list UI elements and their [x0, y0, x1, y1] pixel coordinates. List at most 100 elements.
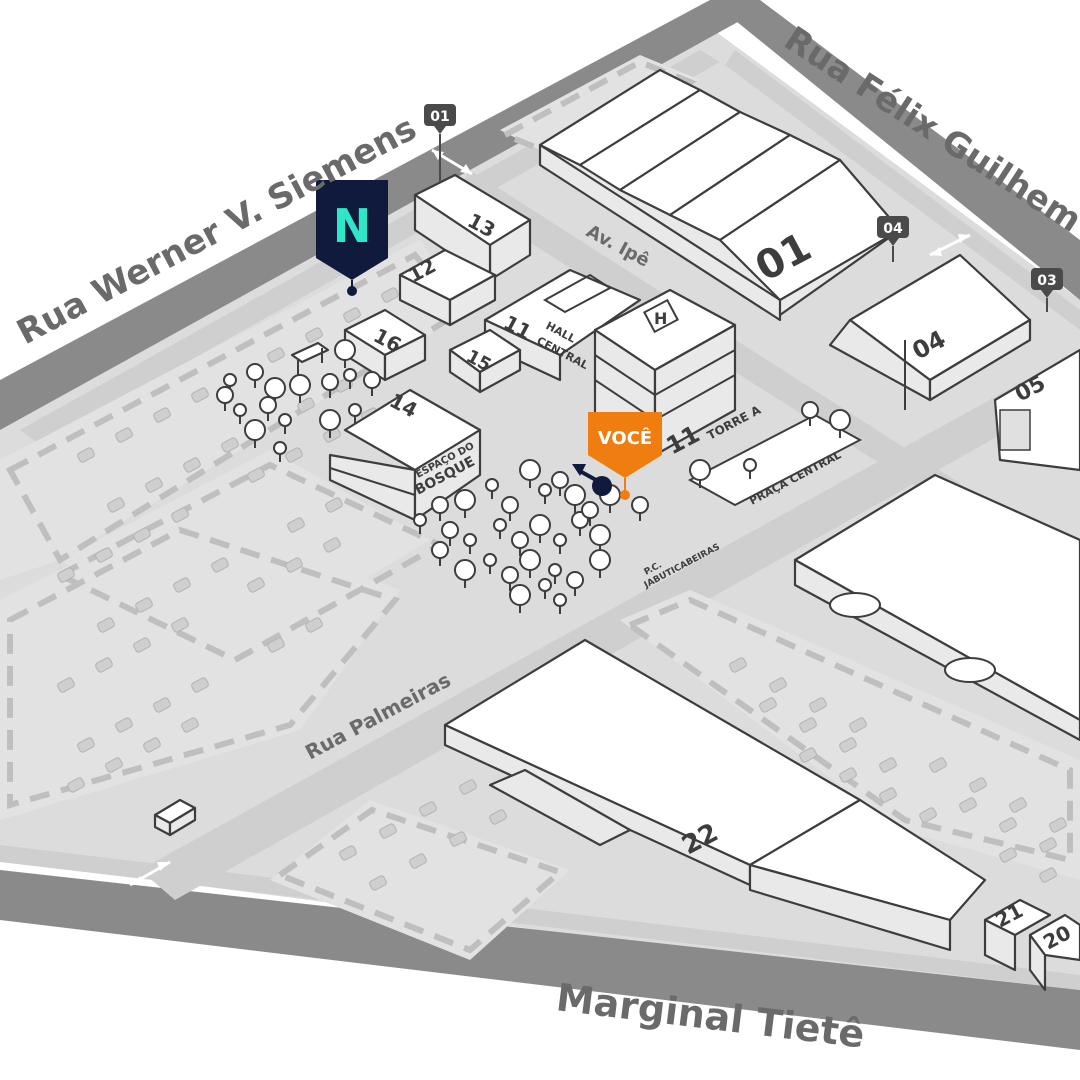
parked-car-icon	[305, 327, 323, 343]
road-south-inner	[0, 845, 1080, 990]
road-palmeiras	[140, 350, 1080, 900]
parked-car-icon	[191, 677, 209, 693]
parked-car-icon	[1049, 817, 1067, 833]
parked-car-icon	[323, 537, 341, 553]
parked-car-icon	[107, 497, 125, 513]
voce-location-pin[interactable]: VOCÊ	[588, 412, 662, 500]
road-felix	[710, 0, 1080, 300]
gate-01-label: 01	[430, 109, 449, 125]
tree-icon	[431, 541, 449, 566]
trees-bosque	[216, 339, 851, 614]
gate-pin-04[interactable]: 04	[877, 216, 909, 262]
parked-car-icon	[95, 547, 113, 563]
parked-car-icon	[381, 287, 399, 303]
tree-icon	[348, 403, 362, 424]
building-15[interactable]: 15	[448, 328, 522, 394]
gate-pin-01[interactable]: 01	[424, 104, 456, 182]
tree-icon	[413, 513, 427, 534]
parked-car-icon	[115, 427, 133, 443]
tree-icon	[246, 363, 264, 388]
tree-icon	[519, 549, 541, 578]
parked-car-icon	[171, 617, 189, 633]
parked-car-icon	[97, 617, 115, 633]
warehouse-east[interactable]	[793, 473, 1080, 742]
building-14-espaco-bosque[interactable]: 14 ESPAÇO DO BOSQUE	[328, 388, 482, 522]
tree-icon	[273, 441, 287, 462]
tree-icon	[564, 484, 586, 513]
parked-cars-east	[729, 657, 1067, 883]
building-22[interactable]: 22	[443, 638, 987, 952]
tree-icon	[244, 419, 266, 448]
brand-location-pin[interactable]: N	[316, 180, 388, 296]
parked-car-icon	[729, 657, 747, 673]
parked-car-icon	[799, 717, 817, 733]
parked-car-icon	[459, 779, 477, 795]
voce-label: VOCÊ	[598, 427, 652, 449]
parked-car-icon	[325, 497, 343, 513]
tree-icon	[509, 584, 531, 613]
parked-car-icon	[57, 567, 75, 583]
tree-icon	[689, 459, 711, 488]
gate-pin-03[interactable]: 03	[1031, 268, 1063, 312]
tree-icon	[289, 374, 311, 403]
parked-car-icon	[267, 347, 285, 363]
parked-car-icon	[929, 757, 947, 773]
parked-car-icon	[849, 717, 867, 733]
tree-icon	[801, 401, 819, 426]
tree-icon	[501, 566, 519, 591]
building-01[interactable]: 01	[538, 68, 902, 322]
tree-icon	[511, 531, 529, 556]
parked-car-icon	[191, 387, 209, 403]
parked-car-icon	[379, 823, 397, 839]
parked-car-icon	[839, 737, 857, 753]
tree-icon	[334, 339, 356, 368]
building-21[interactable]: 21	[983, 898, 1052, 972]
parked-car-icon	[105, 757, 123, 773]
tree-icon	[589, 549, 611, 578]
parked-car-icon	[879, 757, 897, 773]
building-16[interactable]: 16	[343, 308, 427, 382]
building-05[interactable]: 05	[993, 348, 1080, 472]
tree-icon	[223, 373, 237, 394]
building-12[interactable]: 12	[398, 248, 497, 327]
tree-icon	[319, 409, 341, 438]
parked-car-icon	[369, 875, 387, 891]
parked-car-icon	[959, 797, 977, 813]
tree-icon	[743, 458, 757, 479]
parked-car-icon	[759, 697, 777, 713]
parked-car-icon	[999, 817, 1017, 833]
parked-car-icon	[153, 407, 171, 423]
parked-car-icon	[133, 527, 151, 543]
tree-icon	[631, 496, 649, 521]
parked-car-icon	[267, 637, 285, 653]
tree-icon	[538, 483, 552, 504]
building-20[interactable]: 20	[1028, 913, 1080, 992]
building-11-hall-central[interactable]: 11 HALL CENTRAL	[483, 268, 642, 382]
tree-icon	[519, 459, 541, 488]
tree-icon	[493, 518, 507, 539]
parked-car-icon	[919, 807, 937, 823]
parked-car-icon	[969, 777, 987, 793]
gatehouse-southwest	[153, 798, 197, 837]
gate-04-label: 04	[883, 221, 903, 237]
tree-icon	[441, 521, 459, 546]
parked-car-icon	[999, 847, 1017, 863]
tree-icon	[431, 496, 449, 521]
entrance-arrow-04	[929, 233, 971, 257]
parked-car-icon	[839, 767, 857, 783]
tree-icon	[548, 563, 562, 584]
parked-car-icon	[449, 831, 467, 847]
parked-car-icon	[77, 737, 95, 753]
parked-car-icon	[809, 697, 827, 713]
building-13[interactable]: 13	[413, 173, 532, 282]
gate-03-label: 03	[1037, 273, 1056, 289]
tree-icon	[343, 368, 357, 389]
building-04[interactable]: 04	[828, 253, 1032, 410]
parked-car-icon	[143, 737, 161, 753]
parked-car-icon	[77, 447, 95, 463]
parked-car-icon	[211, 557, 229, 573]
tree-icon	[259, 396, 277, 421]
parked-car-icon	[67, 777, 85, 793]
tree-icon	[485, 478, 499, 499]
tree-icon	[454, 489, 476, 518]
